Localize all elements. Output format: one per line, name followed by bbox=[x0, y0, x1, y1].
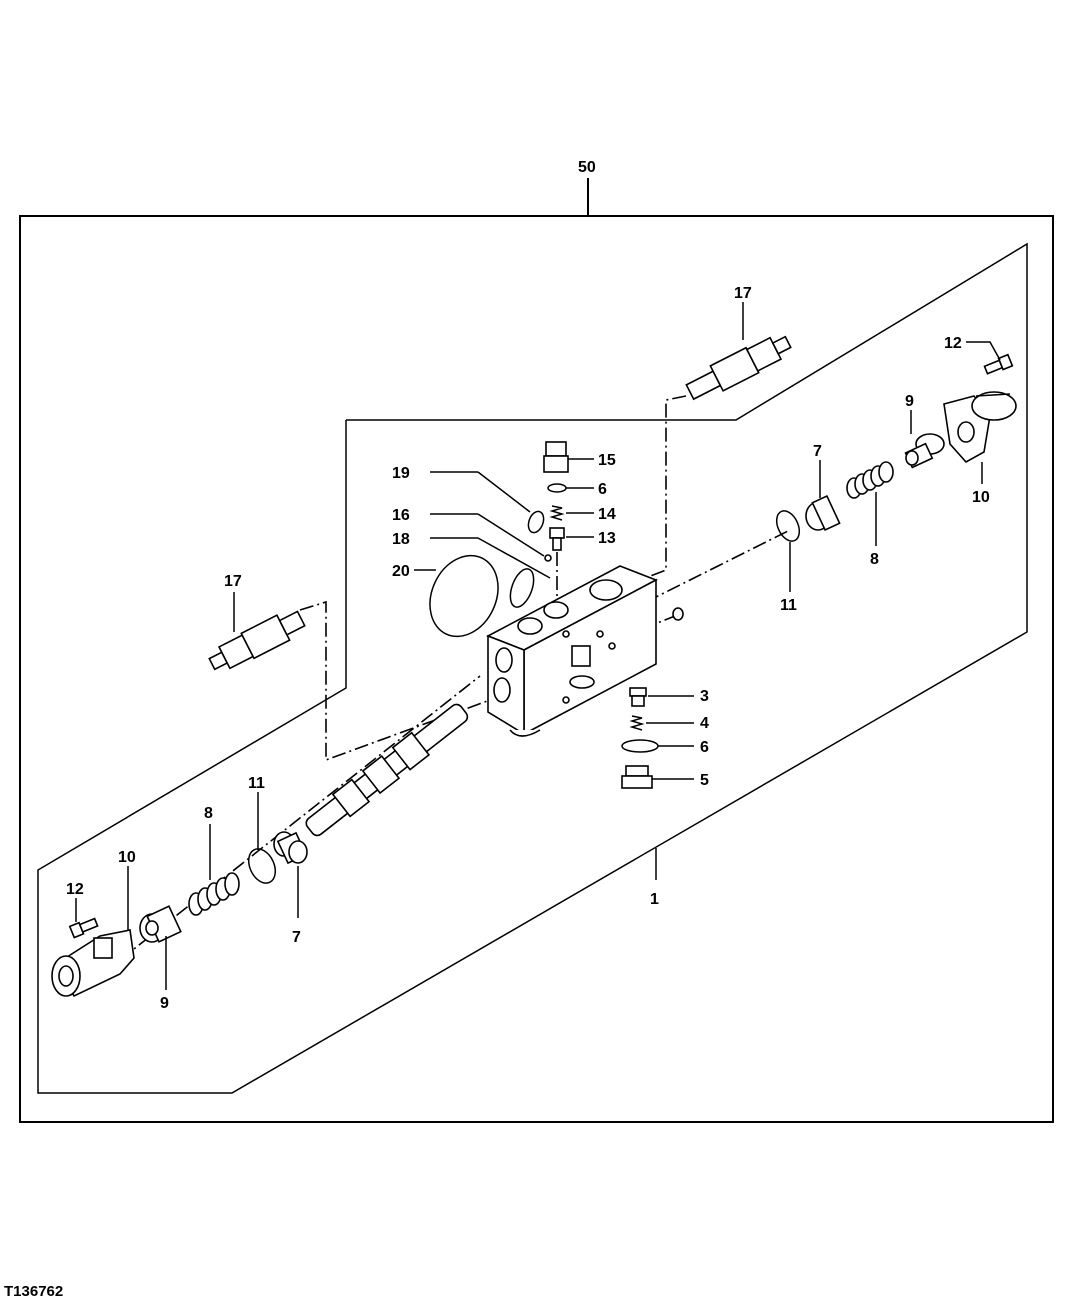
spring-right bbox=[846, 461, 894, 499]
spring-seat-left bbox=[139, 905, 182, 943]
callout-17b: 17 bbox=[224, 573, 242, 590]
spring-left bbox=[188, 872, 240, 916]
plug-15 bbox=[543, 441, 569, 473]
ball-16 bbox=[544, 554, 552, 562]
callout-4: 4 bbox=[700, 715, 709, 732]
figure-id: T136762 bbox=[4, 1283, 63, 1300]
centerline-relief-left bbox=[299, 600, 491, 762]
valve-body bbox=[486, 565, 658, 737]
spool bbox=[305, 703, 469, 837]
callout-5: 5 bbox=[700, 772, 709, 789]
poppet-13 bbox=[549, 527, 565, 551]
callout-10a: 10 bbox=[972, 489, 990, 506]
o-ring-18 bbox=[509, 568, 535, 608]
screw-right bbox=[983, 353, 1014, 375]
callout-9a: 9 bbox=[905, 393, 914, 410]
callout-6b: 6 bbox=[700, 739, 709, 756]
end-cap-left bbox=[51, 929, 135, 998]
callout-3: 3 bbox=[700, 688, 709, 705]
callout-14: 14 bbox=[598, 506, 616, 523]
callout-leader-12a bbox=[966, 341, 1001, 361]
callout-20: 20 bbox=[392, 563, 410, 580]
spring-4 bbox=[629, 715, 645, 731]
end-cap-right bbox=[943, 391, 1017, 464]
callout-leader-18b bbox=[477, 537, 551, 579]
callout-18: 18 bbox=[392, 531, 410, 548]
cap-right bbox=[805, 494, 841, 532]
callout-15: 15 bbox=[598, 452, 616, 469]
plug-5 bbox=[621, 765, 653, 789]
screw-left bbox=[68, 917, 99, 939]
callout-12a: 12 bbox=[944, 335, 962, 352]
callout-13: 13 bbox=[598, 530, 616, 547]
callout-9b: 9 bbox=[160, 995, 169, 1012]
cap-left bbox=[273, 831, 308, 865]
centerline-spool-axis bbox=[119, 675, 481, 961]
callout-17a: 17 bbox=[734, 285, 752, 302]
callout-11a: 11 bbox=[780, 597, 797, 614]
callout-leader-19b bbox=[477, 471, 531, 513]
o-ring-19 bbox=[527, 510, 545, 534]
callout-8a: 8 bbox=[870, 551, 879, 568]
callout-7b: 7 bbox=[292, 929, 301, 946]
relief-valve-left bbox=[208, 610, 306, 671]
callout-19: 19 bbox=[392, 465, 410, 482]
callout-7a: 7 bbox=[813, 443, 822, 460]
poppet-3 bbox=[629, 687, 647, 707]
o-ring-6-lower bbox=[621, 739, 659, 753]
o-ring-20 bbox=[429, 554, 499, 638]
callout-leader-16b bbox=[477, 513, 545, 557]
subassembly-boundary bbox=[37, 242, 1028, 1094]
o-ring-6-upper bbox=[547, 483, 567, 493]
o-ring-right bbox=[775, 510, 801, 542]
centerline-relief-right bbox=[639, 395, 687, 581]
callout-1: 1 bbox=[650, 891, 659, 908]
callout-6a: 6 bbox=[598, 481, 607, 498]
callout-10b: 10 bbox=[118, 849, 136, 866]
callout-8b: 8 bbox=[204, 805, 213, 822]
assembly-frame bbox=[19, 215, 1054, 1123]
callout-12b: 12 bbox=[66, 881, 84, 898]
spring-seat-right bbox=[904, 433, 945, 469]
callout-11b: 11 bbox=[248, 775, 265, 792]
o-ring-left bbox=[247, 848, 277, 884]
relief-valve-upper bbox=[685, 335, 792, 401]
spring-14 bbox=[549, 505, 565, 521]
callout-50: 50 bbox=[578, 159, 596, 176]
plug-small-body bbox=[672, 607, 684, 621]
callout-16: 16 bbox=[392, 507, 410, 524]
